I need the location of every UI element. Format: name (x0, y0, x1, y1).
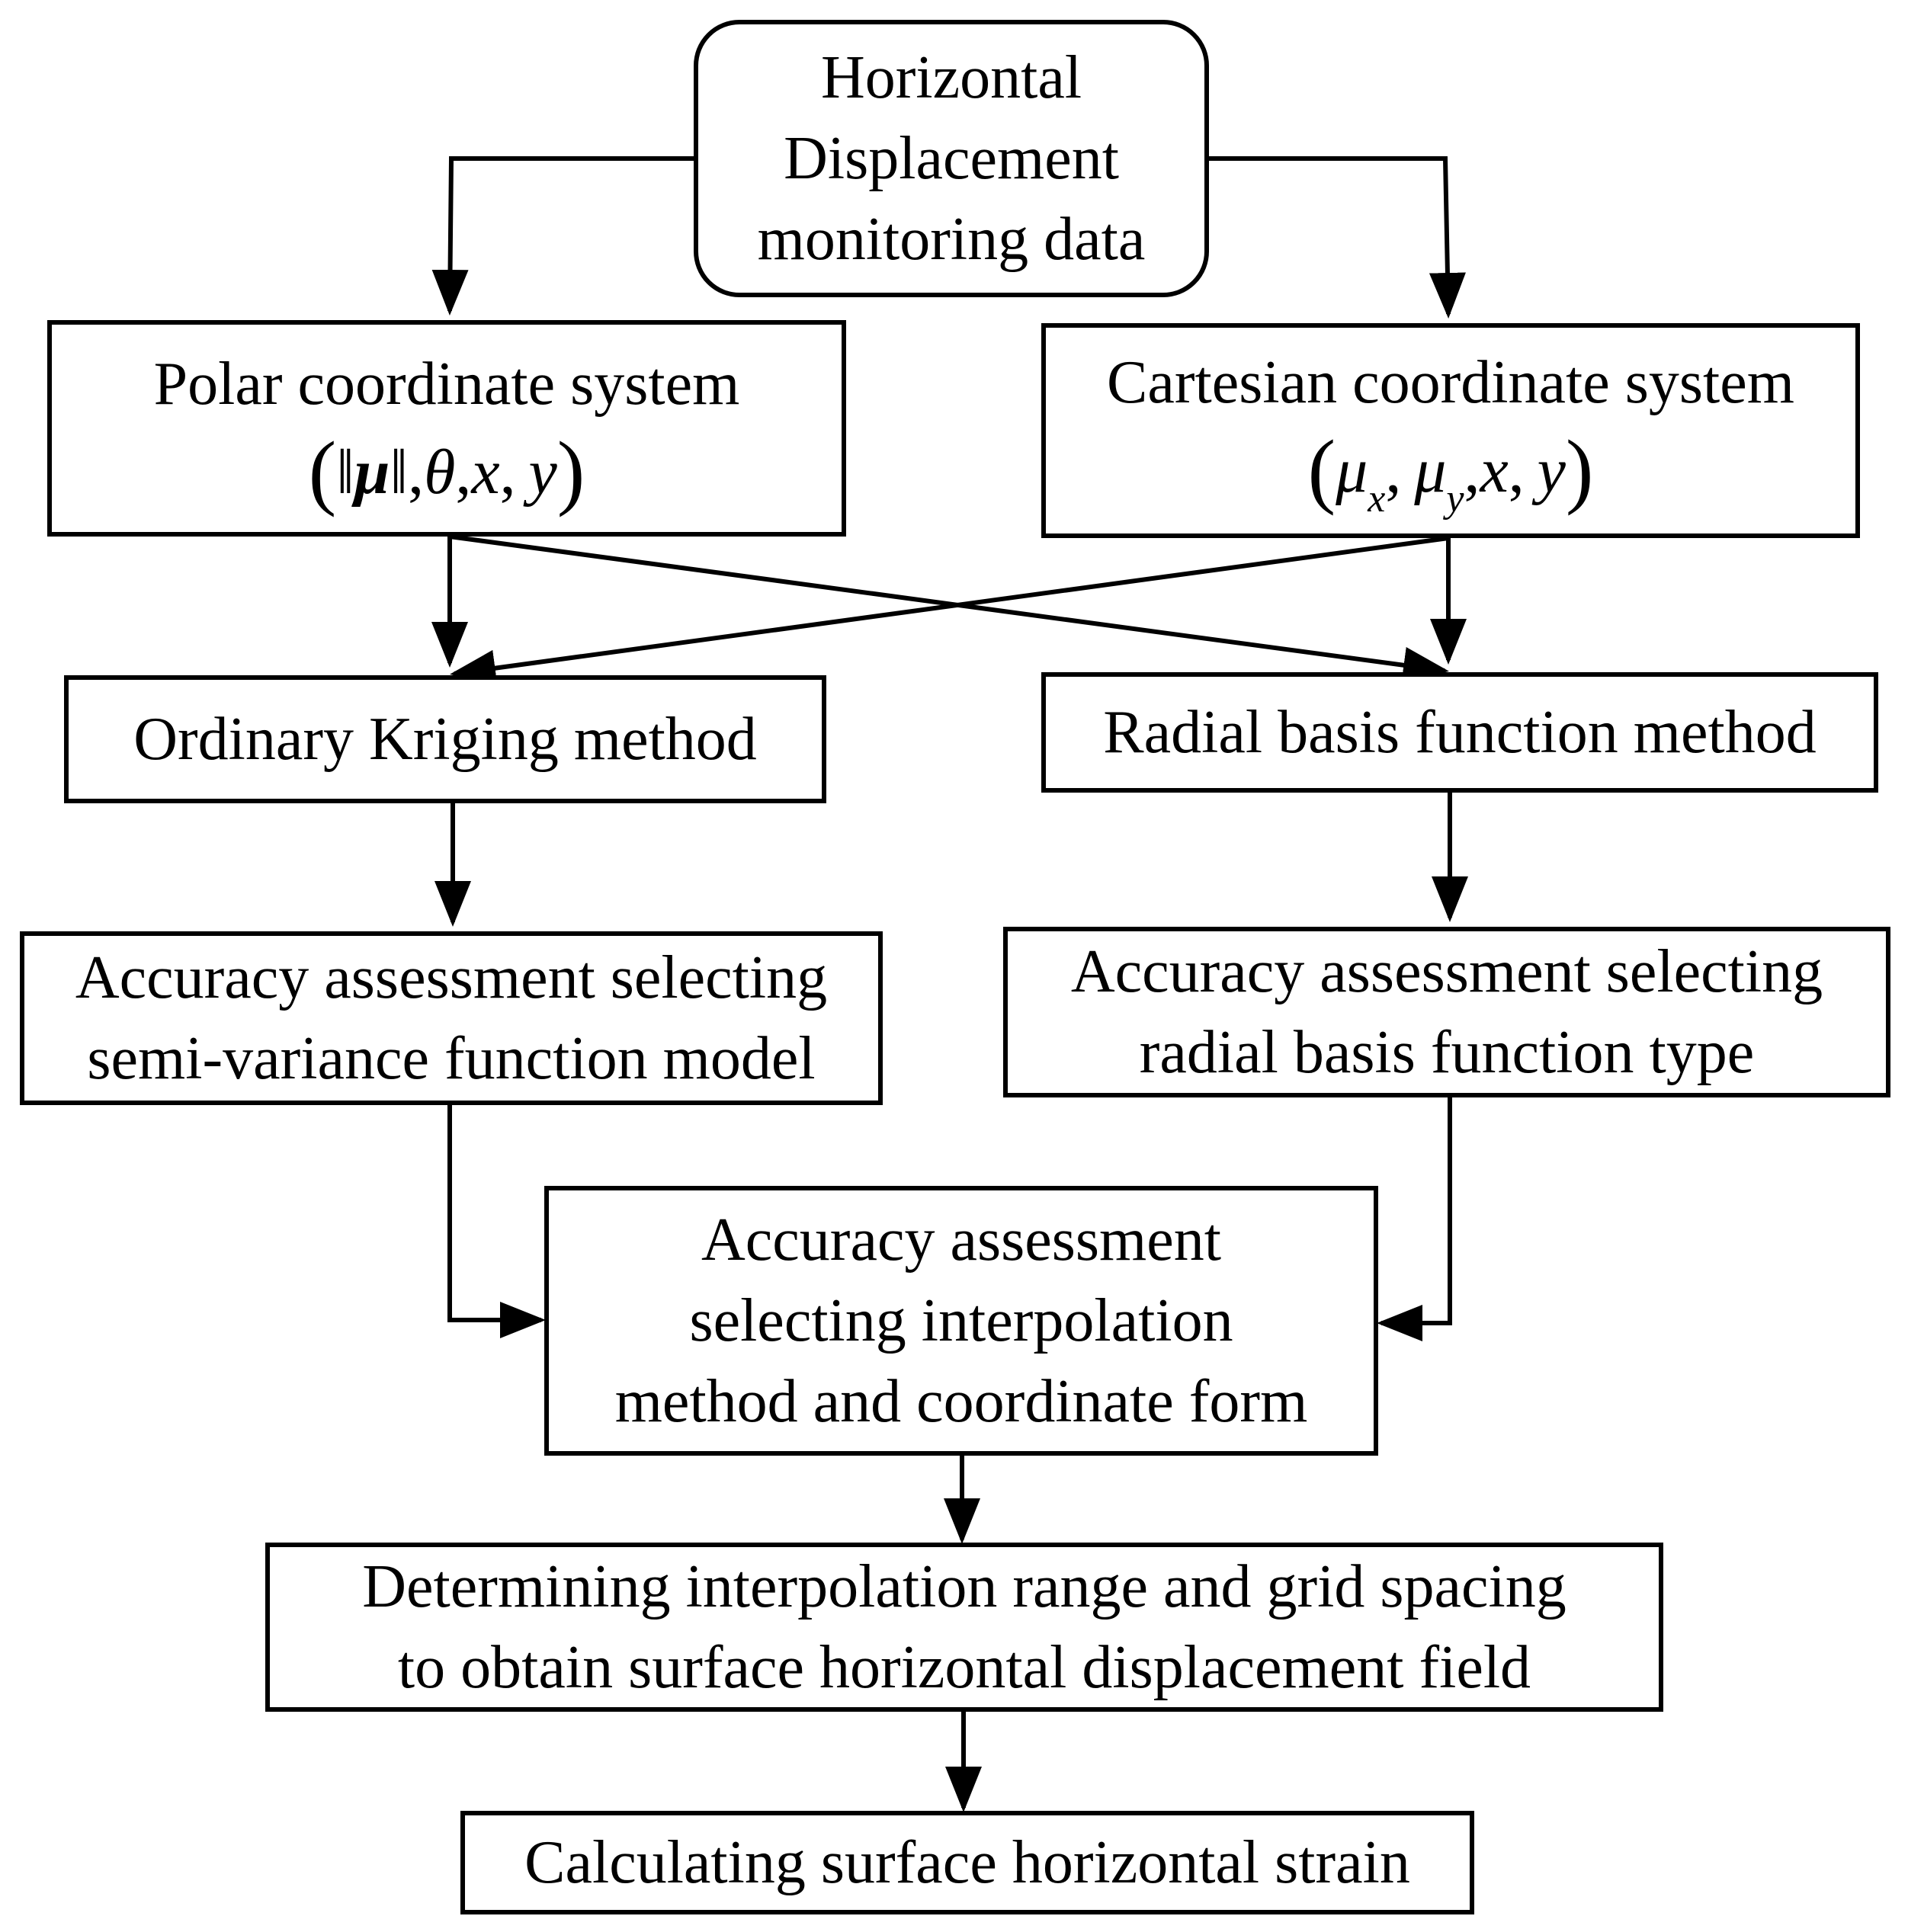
node-text: selecting interpolation (689, 1287, 1233, 1354)
node-text: Accuracy assessment selecting (75, 944, 828, 1011)
node-accuracy-radial-basis-type: Accuracy assessment selecting radial bas… (1003, 927, 1890, 1097)
polar-formula: (‖μ‖,θ,x, y) (308, 425, 585, 517)
arrow-acc-semi-to-acc-select (447, 1105, 546, 1338)
node-text: monitoring data (757, 206, 1146, 273)
node-interpolation-range-grid: Determining interpolation range and grid… (265, 1543, 1663, 1712)
node-horizontal-displacement-data: Horizontal Displacement monitoring data (694, 20, 1209, 297)
node-text: Cartesian coordinate system (1107, 348, 1794, 416)
arrow-acc-rbf-to-acc-select (1377, 1097, 1452, 1341)
node-text: Accuracy assessment selecting (1070, 938, 1823, 1005)
node-accuracy-interpolation-selection: Accuracy assessment selecting interpolat… (544, 1186, 1378, 1456)
node-text: Polar coordinate system (153, 351, 740, 418)
node-radial-basis-function-method: Radial basis function method (1041, 672, 1878, 793)
arrow-polar-to-rbf (449, 534, 1449, 684)
node-text: Accuracy assessment (701, 1206, 1221, 1274)
node-text: method and coordinate form (614, 1368, 1308, 1435)
node-text: to obtain surface horizontal displacemen… (397, 1634, 1531, 1701)
arrow-start-to-polar (431, 156, 694, 316)
node-text: Determining interpolation range and grid… (362, 1553, 1566, 1620)
arrow-cartesian-to-kriging (450, 536, 1449, 687)
node-text: Ordinary Kriging method (133, 706, 757, 773)
node-text: semi-variance function model (87, 1025, 816, 1092)
cartesian-formula: (μx, μy,x, y) (1307, 422, 1594, 521)
node-accuracy-semi-variance: Accuracy assessment selecting semi-varia… (20, 931, 883, 1105)
arrow-start-to-cartesian (1209, 156, 1466, 319)
node-ordinary-kriging-method: Ordinary Kriging method (64, 675, 826, 803)
node-cartesian-coordinate-system: Cartesian coordinate system (μx, μy,x, y… (1041, 323, 1860, 538)
node-text: Horizontal (820, 44, 1082, 111)
node-calculating-horizontal-strain: Calculating surface horizontal strain (460, 1811, 1474, 1914)
node-text: Calculating surface horizontal strain (524, 1829, 1410, 1896)
node-text: Displacement (784, 125, 1119, 192)
node-text: radial basis function type (1139, 1019, 1755, 1086)
node-text: Radial basis function method (1103, 699, 1817, 766)
node-polar-coordinate-system: Polar coordinate system (‖μ‖,θ,x, y) (47, 320, 846, 537)
